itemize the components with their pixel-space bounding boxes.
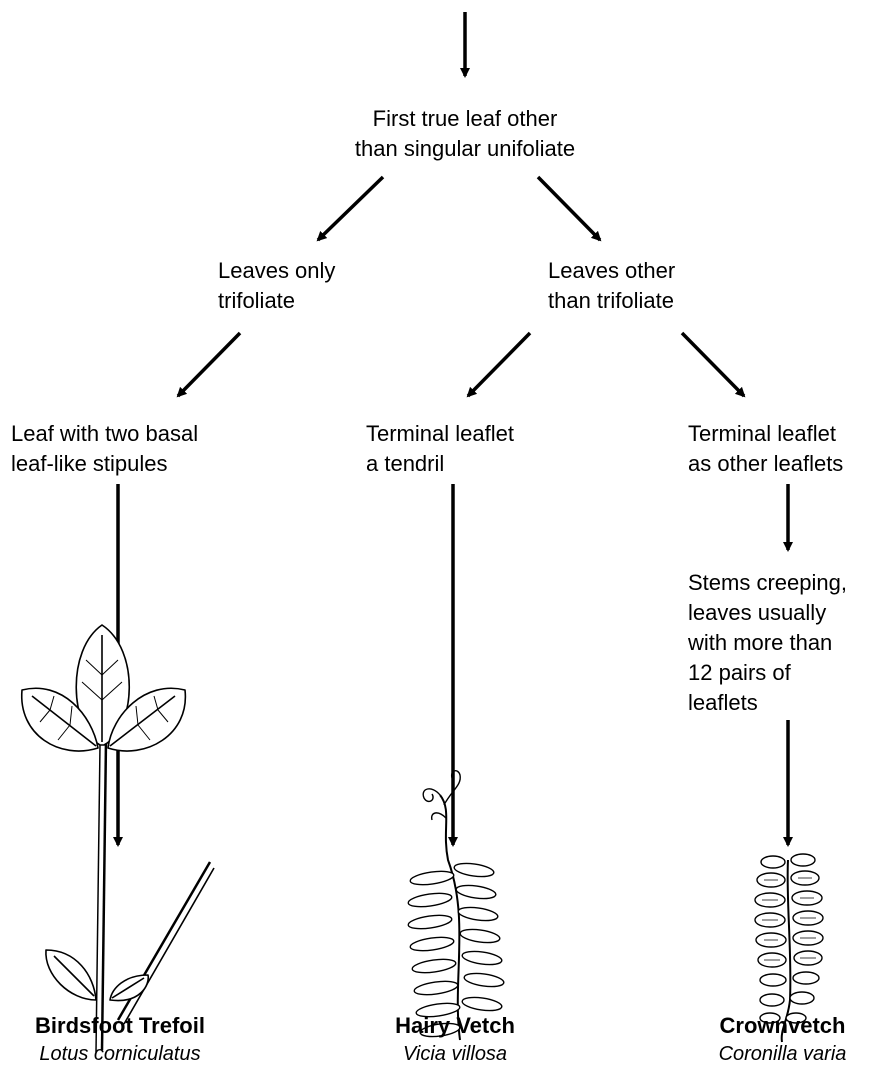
node-leaves-other-line-1: Leaves other bbox=[548, 256, 675, 286]
node-stems-creeping-line-3: with more than bbox=[688, 628, 847, 658]
species-common-name: Hairy Vetch bbox=[335, 1012, 575, 1040]
node-terminal-as-other-line-1: Terminal leaflet bbox=[688, 419, 843, 449]
arrow-other-left bbox=[468, 333, 530, 396]
species-scientific-name: Coronilla varia bbox=[680, 1040, 885, 1068]
node-terminal-tendril-line-2: a tendril bbox=[366, 449, 514, 479]
species-hairy-vetch: Hairy Vetch Vicia villosa bbox=[335, 1012, 575, 1068]
node-leaves-only-trifoliate-line-2: trifoliate bbox=[218, 286, 335, 316]
species-scientific-name: Lotus corniculatus bbox=[0, 1040, 240, 1068]
node-leaves-other-than-trifoliate: Leaves other than trifoliate bbox=[548, 256, 675, 316]
node-terminal-tendril: Terminal leaflet a tendril bbox=[366, 419, 514, 479]
arrow-root-left bbox=[318, 177, 383, 240]
arrow-root-right bbox=[538, 177, 600, 240]
node-first-true-leaf-line-1: First true leaf other bbox=[320, 104, 610, 134]
node-first-true-leaf-line-2: than singular unifoliate bbox=[320, 134, 610, 164]
arrow-other-right bbox=[682, 333, 744, 396]
node-stems-creeping-line-4: 12 pairs of bbox=[688, 658, 847, 688]
species-birdsfoot-trefoil: Birdsfoot Trefoil Lotus corniculatus bbox=[0, 1012, 240, 1068]
species-common-name: Birdsfoot Trefoil bbox=[0, 1012, 240, 1040]
species-crownvetch: Crownvetch Coronilla varia bbox=[680, 1012, 885, 1068]
node-terminal-tendril-line-1: Terminal leaflet bbox=[366, 419, 514, 449]
node-stems-creeping-line-1: Stems creeping, bbox=[688, 568, 847, 598]
node-first-true-leaf: First true leaf other than singular unif… bbox=[320, 104, 610, 164]
node-stems-creeping-line-2: leaves usually bbox=[688, 598, 847, 628]
node-basal-stipules-line-2: leaf-like stipules bbox=[11, 449, 198, 479]
node-stems-creeping-line-5: leaflets bbox=[688, 688, 847, 718]
node-leaves-other-line-2: than trifoliate bbox=[548, 286, 675, 316]
node-terminal-as-other-line-2: as other leaflets bbox=[688, 449, 843, 479]
arrow-trifoliate-down bbox=[178, 333, 240, 396]
node-stems-creeping: Stems creeping, leaves usually with more… bbox=[688, 568, 847, 718]
node-leaves-only-trifoliate: Leaves only trifoliate bbox=[218, 256, 335, 316]
species-scientific-name: Vicia villosa bbox=[335, 1040, 575, 1068]
node-terminal-as-other: Terminal leaflet as other leaflets bbox=[688, 419, 843, 479]
node-basal-stipules-line-1: Leaf with two basal bbox=[11, 419, 198, 449]
species-common-name: Crownvetch bbox=[680, 1012, 885, 1040]
node-basal-stipules: Leaf with two basal leaf-like stipules bbox=[11, 419, 198, 479]
node-leaves-only-trifoliate-line-1: Leaves only bbox=[218, 256, 335, 286]
